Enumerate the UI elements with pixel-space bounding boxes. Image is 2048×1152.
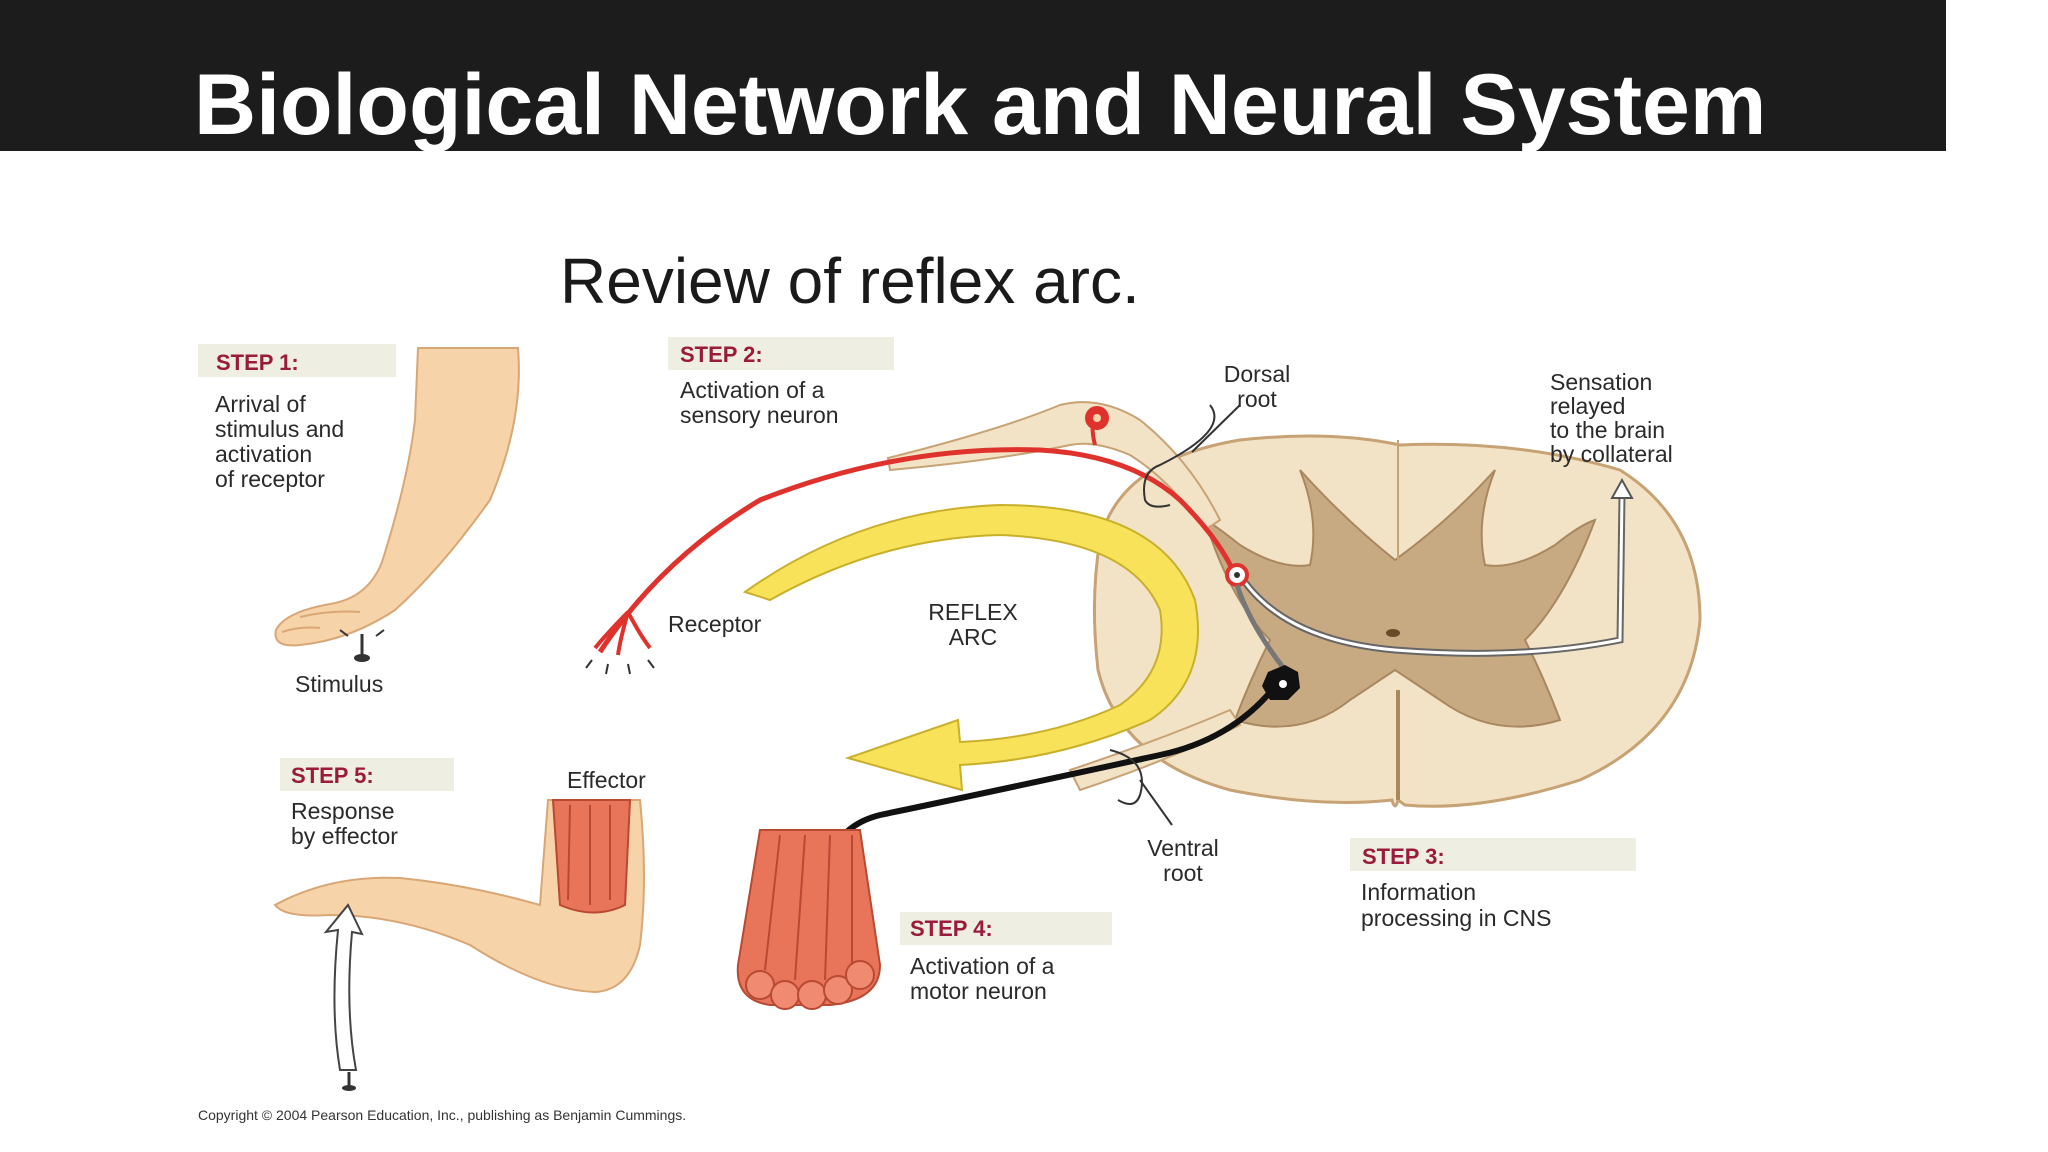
label-dorsal-root-2: root bbox=[1237, 386, 1277, 412]
label-reflex-arc-1: REFLEX bbox=[928, 599, 1017, 625]
label-reflex-arc-2: ARC bbox=[949, 624, 998, 650]
step-5-heading: STEP 5: bbox=[291, 763, 374, 788]
label-sensation-3: to the brain bbox=[1550, 417, 1665, 443]
step-3-line-2: processing in CNS bbox=[1361, 905, 1551, 931]
label-sensation-4: by collateral bbox=[1550, 441, 1673, 467]
label-receptor: Receptor bbox=[668, 611, 762, 637]
copyright-notice: Copyright © 2004 Pearson Education, Inc.… bbox=[198, 1107, 686, 1123]
step-5: STEP 5: Response by effector bbox=[280, 758, 454, 849]
label-stimulus: Stimulus bbox=[295, 671, 383, 697]
collateral-fiber bbox=[1235, 477, 1634, 657]
leader-lines bbox=[1109, 404, 1241, 826]
label-ventral-root-1: Ventral bbox=[1147, 835, 1219, 861]
label-sensation-2: relayed bbox=[1550, 393, 1625, 419]
stimulus-pin-icon bbox=[339, 629, 385, 662]
header-bar bbox=[0, 0, 1946, 151]
lower-arm-illustration bbox=[273, 799, 645, 994]
receptor-endings-icon bbox=[585, 659, 655, 675]
step-3: STEP 3: Information processing in CNS bbox=[1350, 838, 1636, 931]
step-2-line-2: sensory neuron bbox=[680, 402, 839, 428]
step-1: STEP 1: Arrival of stimulus and activati… bbox=[198, 344, 396, 492]
step-2: STEP 2: Activation of a sensory neuron bbox=[668, 337, 894, 428]
diagram-title: Review of reflex arc. bbox=[560, 245, 1140, 317]
label-ventral-root-2: root bbox=[1163, 860, 1203, 886]
step-4-line-2: motor neuron bbox=[910, 978, 1047, 1004]
muscle-bundle-illustration bbox=[736, 829, 882, 1010]
label-dorsal-root-1: Dorsal bbox=[1224, 361, 1290, 387]
step-4-heading: STEP 4: bbox=[910, 916, 993, 941]
step-1-line-3: activation bbox=[215, 441, 312, 467]
upper-arm-illustration bbox=[274, 347, 520, 647]
label-effector: Effector bbox=[567, 767, 646, 793]
step-3-line-1: Information bbox=[1361, 879, 1476, 905]
step-3-heading: STEP 3: bbox=[1362, 844, 1445, 869]
reflex-arc-arrow bbox=[742, 503, 1199, 792]
step-2-heading: STEP 2: bbox=[680, 342, 763, 367]
step-4-line-1: Activation of a bbox=[910, 953, 1055, 979]
response-arrow-icon bbox=[323, 903, 364, 1091]
step-1-line-4: of receptor bbox=[215, 466, 325, 492]
step-2-line-1: Activation of a bbox=[680, 377, 825, 403]
step-5-line-1: Response bbox=[291, 798, 395, 824]
step-5-line-2: by effector bbox=[291, 823, 398, 849]
step-1-line-1: Arrival of bbox=[215, 391, 306, 417]
label-sensation-1: Sensation bbox=[1550, 369, 1652, 395]
slide-title: Biological Network and Neural System bbox=[194, 57, 1767, 153]
step-1-heading: STEP 1: bbox=[216, 350, 299, 375]
sensory-neuron bbox=[593, 406, 1287, 672]
step-4: STEP 4: Activation of a motor neuron bbox=[900, 912, 1112, 1004]
ventral-root-nerve bbox=[1068, 708, 1242, 792]
step-1-line-2: stimulus and bbox=[215, 416, 344, 442]
